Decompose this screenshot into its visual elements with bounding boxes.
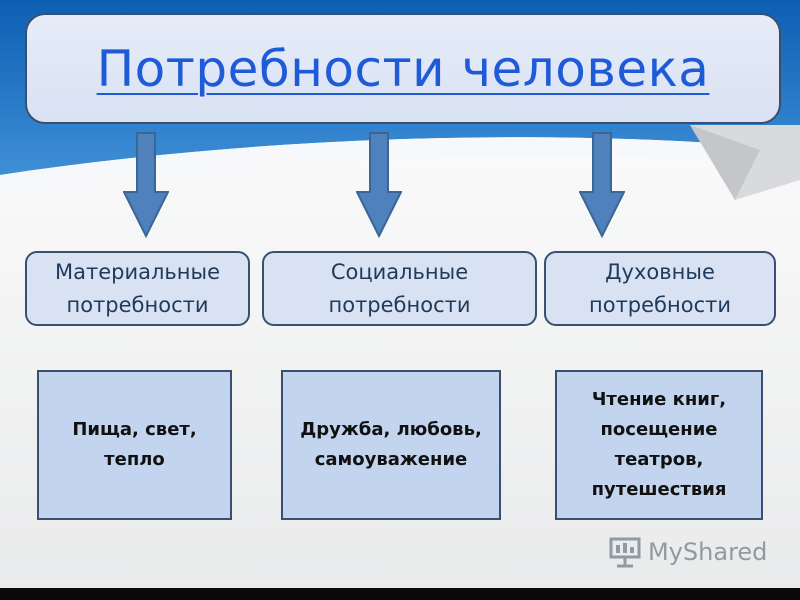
title-box: Потребности человека — [25, 13, 781, 124]
category-social: Социальные потребности — [262, 251, 537, 326]
arrow-down-icon — [356, 132, 402, 238]
arrow-down-icon — [123, 132, 169, 238]
page-title: Потребности человека — [96, 39, 710, 98]
watermark: MyShared — [608, 534, 767, 570]
category-material: Материальные потребности — [25, 251, 250, 326]
example-social: Дружба, любовь, самоуважение — [281, 370, 501, 520]
example-spiritual: Чтение книг, посещение театров, путешест… — [555, 370, 763, 520]
arrow-down-icon — [579, 132, 625, 238]
category-spiritual: Духовные потребности — [544, 251, 776, 326]
presentation-board-icon — [609, 537, 641, 568]
watermark-text: MyShared — [648, 538, 768, 566]
example-material: Пища, свет, тепло — [37, 370, 232, 520]
bottom-bar — [0, 588, 800, 600]
